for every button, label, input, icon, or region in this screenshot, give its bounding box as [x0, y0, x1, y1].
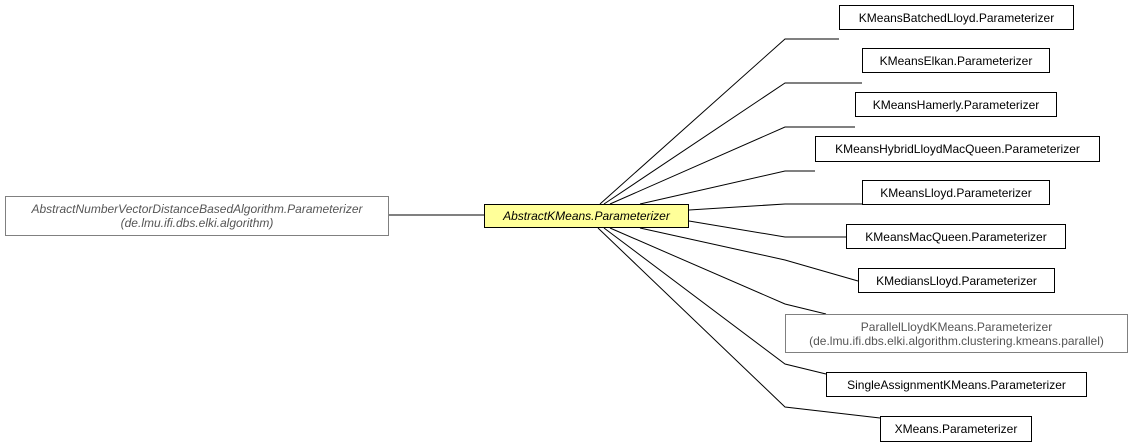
child-class-name: KMeansLloyd.Parameterizer [880, 185, 1032, 200]
edge-child-2 [609, 126, 855, 205]
child-class-node[interactable]: KMeansHybridLloydMacQueen.Parameterizer [815, 136, 1100, 162]
child-class-node-external[interactable]: ParallelLloydKMeans.Parameterizer (de.lm… [785, 314, 1128, 353]
child-class-node[interactable]: KMeansMacQueen.Parameterizer [846, 224, 1066, 249]
child-class-package: (de.lmu.ifi.dbs.elki.algorithm.clusterin… [809, 333, 1104, 348]
child-class-name: KMeansMacQueen.Parameterizer [865, 229, 1047, 244]
edge-child-9 [597, 227, 881, 419]
edge-child-1 [603, 82, 862, 205]
edge-child-4 [688, 203, 862, 211]
child-class-name: SingleAssignmentKMeans.Parameterizer [847, 377, 1066, 392]
child-class-node[interactable]: KMeansBatchedLloyd.Parameterizer [839, 5, 1074, 30]
edge-child-7 [609, 227, 827, 315]
child-class-name: ParallelLloydKMeans.Parameterizer [860, 319, 1053, 334]
child-class-name: KMeansElkan.Parameterizer [879, 53, 1033, 68]
edge-child-8 [603, 227, 827, 375]
child-class-name: XMeans.Parameterizer [894, 422, 1018, 436]
edge-child-6 [639, 227, 859, 282]
child-class-node[interactable]: KMediansLloyd.Parameterizer [858, 268, 1055, 293]
child-class-node[interactable]: SingleAssignmentKMeans.Parameterizer [826, 372, 1087, 397]
child-class-node[interactable]: KMeansHamerly.Parameterizer [855, 92, 1057, 117]
parent-class-name: AbstractNumberVectorDistanceBasedAlgorit… [31, 202, 363, 216]
child-class-name: KMeansHamerly.Parameterizer [872, 97, 1040, 112]
parent-class-node[interactable]: AbstractNumberVectorDistanceBasedAlgorit… [5, 196, 389, 236]
child-class-node[interactable]: KMeansElkan.Parameterizer [862, 48, 1050, 73]
child-class-name: KMeansHybridLloydMacQueen.Parameterizer [835, 142, 1080, 156]
child-class-name: KMediansLloyd.Parameterizer [876, 273, 1037, 288]
focus-class-node[interactable]: AbstractKMeans.Parameterizer [484, 204, 689, 228]
edge-child-3 [639, 170, 815, 205]
edge-child-0 [599, 38, 839, 205]
focus-class-name: AbstractKMeans.Parameterizer [503, 209, 670, 223]
edge-child-5 [688, 220, 846, 238]
parent-class-package: (de.lmu.ifi.dbs.elki.algorithm) [120, 216, 274, 230]
child-class-node[interactable]: XMeans.Parameterizer [880, 416, 1032, 442]
child-class-node[interactable]: KMeansLloyd.Parameterizer [862, 180, 1050, 205]
child-class-name: KMeansBatchedLloyd.Parameterizer [858, 10, 1055, 25]
